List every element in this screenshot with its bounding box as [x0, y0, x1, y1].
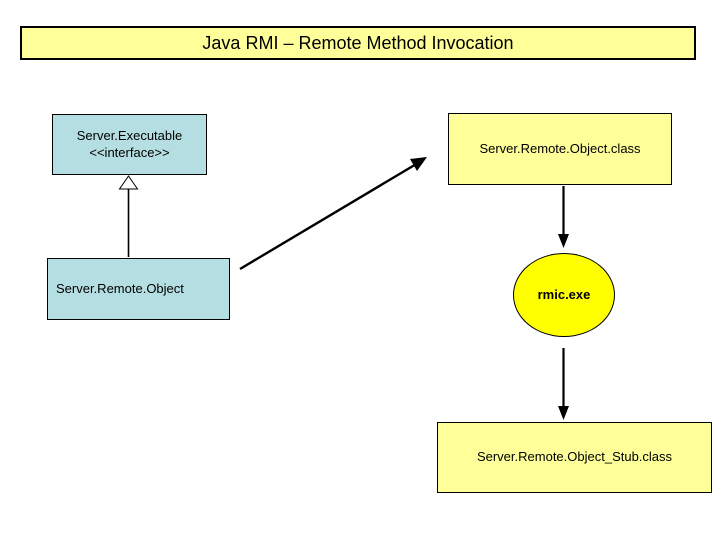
edge-inheritance-arrow	[118, 175, 139, 257]
node-server-executable[interactable]: Server.Executable <<interface>>	[52, 114, 207, 175]
node-rmic-exe[interactable]: rmic.exe	[513, 253, 615, 337]
node-server-remote-object[interactable]: Server.Remote.Object	[47, 258, 230, 320]
edge-class-to-rmic-arrow	[558, 186, 569, 248]
slide-title-banner: Java RMI – Remote Method Invocation	[20, 26, 696, 60]
node-server-remote-object-stub-class-label: Server.Remote.Object_Stub.class	[476, 449, 673, 465]
node-server-remote-object-class-label: Server.Remote.Object.class	[479, 140, 641, 156]
node-server-executable-line1: Server.Executable	[76, 128, 183, 144]
node-server-remote-object-label: Server.Remote.Object	[56, 280, 184, 296]
edge-compile-arrow	[239, 157, 427, 271]
node-rmic-exe-label: rmic.exe	[537, 286, 591, 302]
edge-rmic-to-stub-arrow	[558, 348, 569, 420]
node-server-remote-object-class[interactable]: Server.Remote.Object.class	[448, 113, 672, 185]
node-server-executable-stereotype: <<interface>>	[89, 144, 170, 160]
node-server-remote-object-stub-class[interactable]: Server.Remote.Object_Stub.class	[437, 422, 712, 493]
